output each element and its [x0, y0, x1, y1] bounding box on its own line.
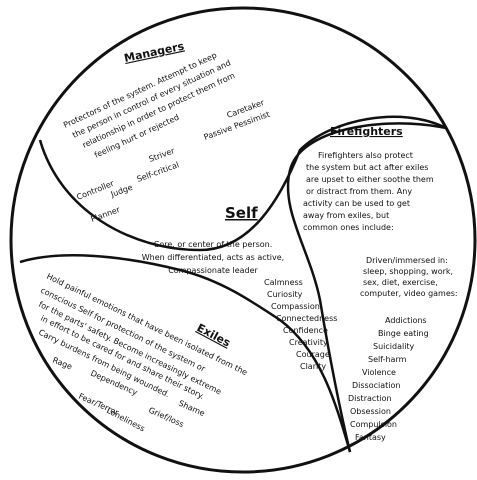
firefighters-line: activity can be used to get [303, 199, 410, 208]
firefighters-activity: Driven/immersed in: [366, 256, 448, 265]
self-quality: Confidence [283, 326, 328, 335]
firefighters-line: Firefighters also protect [318, 151, 413, 160]
firefighters-behaviors: Addictions Binge eating Suicidality Self… [348, 316, 429, 442]
firefighters-line: away from exiles, but [303, 211, 389, 220]
firefighter-behavior: Compulsion [350, 420, 397, 429]
self-description: Core, or center of the person. When diff… [142, 240, 284, 275]
firefighter-behavior: Addictions [385, 316, 427, 325]
firefighter-behavior: Violence [362, 368, 396, 377]
firefighter-behavior: Distraction [348, 394, 392, 403]
firefighters-activities: Driven/immersed in: sleep, shopping, wor… [360, 256, 458, 298]
self-quality: Clarity [300, 362, 326, 371]
self-quality: Compassion [271, 302, 320, 311]
self-qualities: Calmness Curiosity Compassion Connectedn… [264, 278, 337, 371]
firefighter-behavior: Binge eating [378, 329, 429, 338]
self-line: When differentiated, acts as active, [142, 253, 284, 262]
firefighters-activity: sex, diet, exercise, [363, 278, 438, 287]
managers-divider [38, 115, 447, 252]
self-quality: Curiosity [267, 290, 303, 299]
manager-role: Self-critical [136, 160, 181, 184]
firefighters-description: Firefighters also protect the system but… [303, 151, 434, 232]
firefighters-line: common ones include: [303, 223, 394, 232]
manager-role: Planner [90, 205, 122, 224]
firefighter-behavior: Dissociation [352, 381, 400, 390]
firefighters-line: the system but act after exiles [306, 163, 428, 172]
firefighters-line: are upset to either soothe them [306, 175, 434, 184]
firefighter-behavior: Obsession [350, 407, 391, 416]
exile-feeling: Grief/loss [147, 406, 185, 430]
self-title: Self [225, 204, 258, 222]
firefighter-behavior: Fantasy [355, 433, 386, 442]
exile-feeling: Shame [177, 399, 206, 419]
firefighters-line: or distract from them. Any [306, 187, 412, 196]
self-line: Core, or center of the person. [154, 240, 273, 249]
firefighter-behavior: Suicidality [373, 342, 415, 351]
firefighters-activity: sleep, shopping, work, [363, 267, 453, 276]
exiles-divider [19, 254, 352, 453]
self-line: Compassionate leader [168, 266, 258, 275]
firefighters-divider [286, 122, 447, 453]
managers-title: Managers [123, 39, 186, 64]
self-quality: Calmness [264, 278, 303, 287]
outer-circle [9, 6, 477, 474]
firefighters-title: Firefighters [330, 125, 403, 138]
firefighters-activity: computer, video games: [360, 289, 458, 298]
exiles-feelings: Rage Dependency Shame Fear/Terror Grief/… [51, 356, 206, 434]
firefighter-behavior: Self-harm [368, 355, 407, 364]
self-quality: Creativity [289, 338, 328, 347]
exile-feeling: Rage [51, 356, 73, 372]
self-quality: Connectedness [276, 314, 337, 323]
self-quality: Courage [296, 350, 330, 359]
